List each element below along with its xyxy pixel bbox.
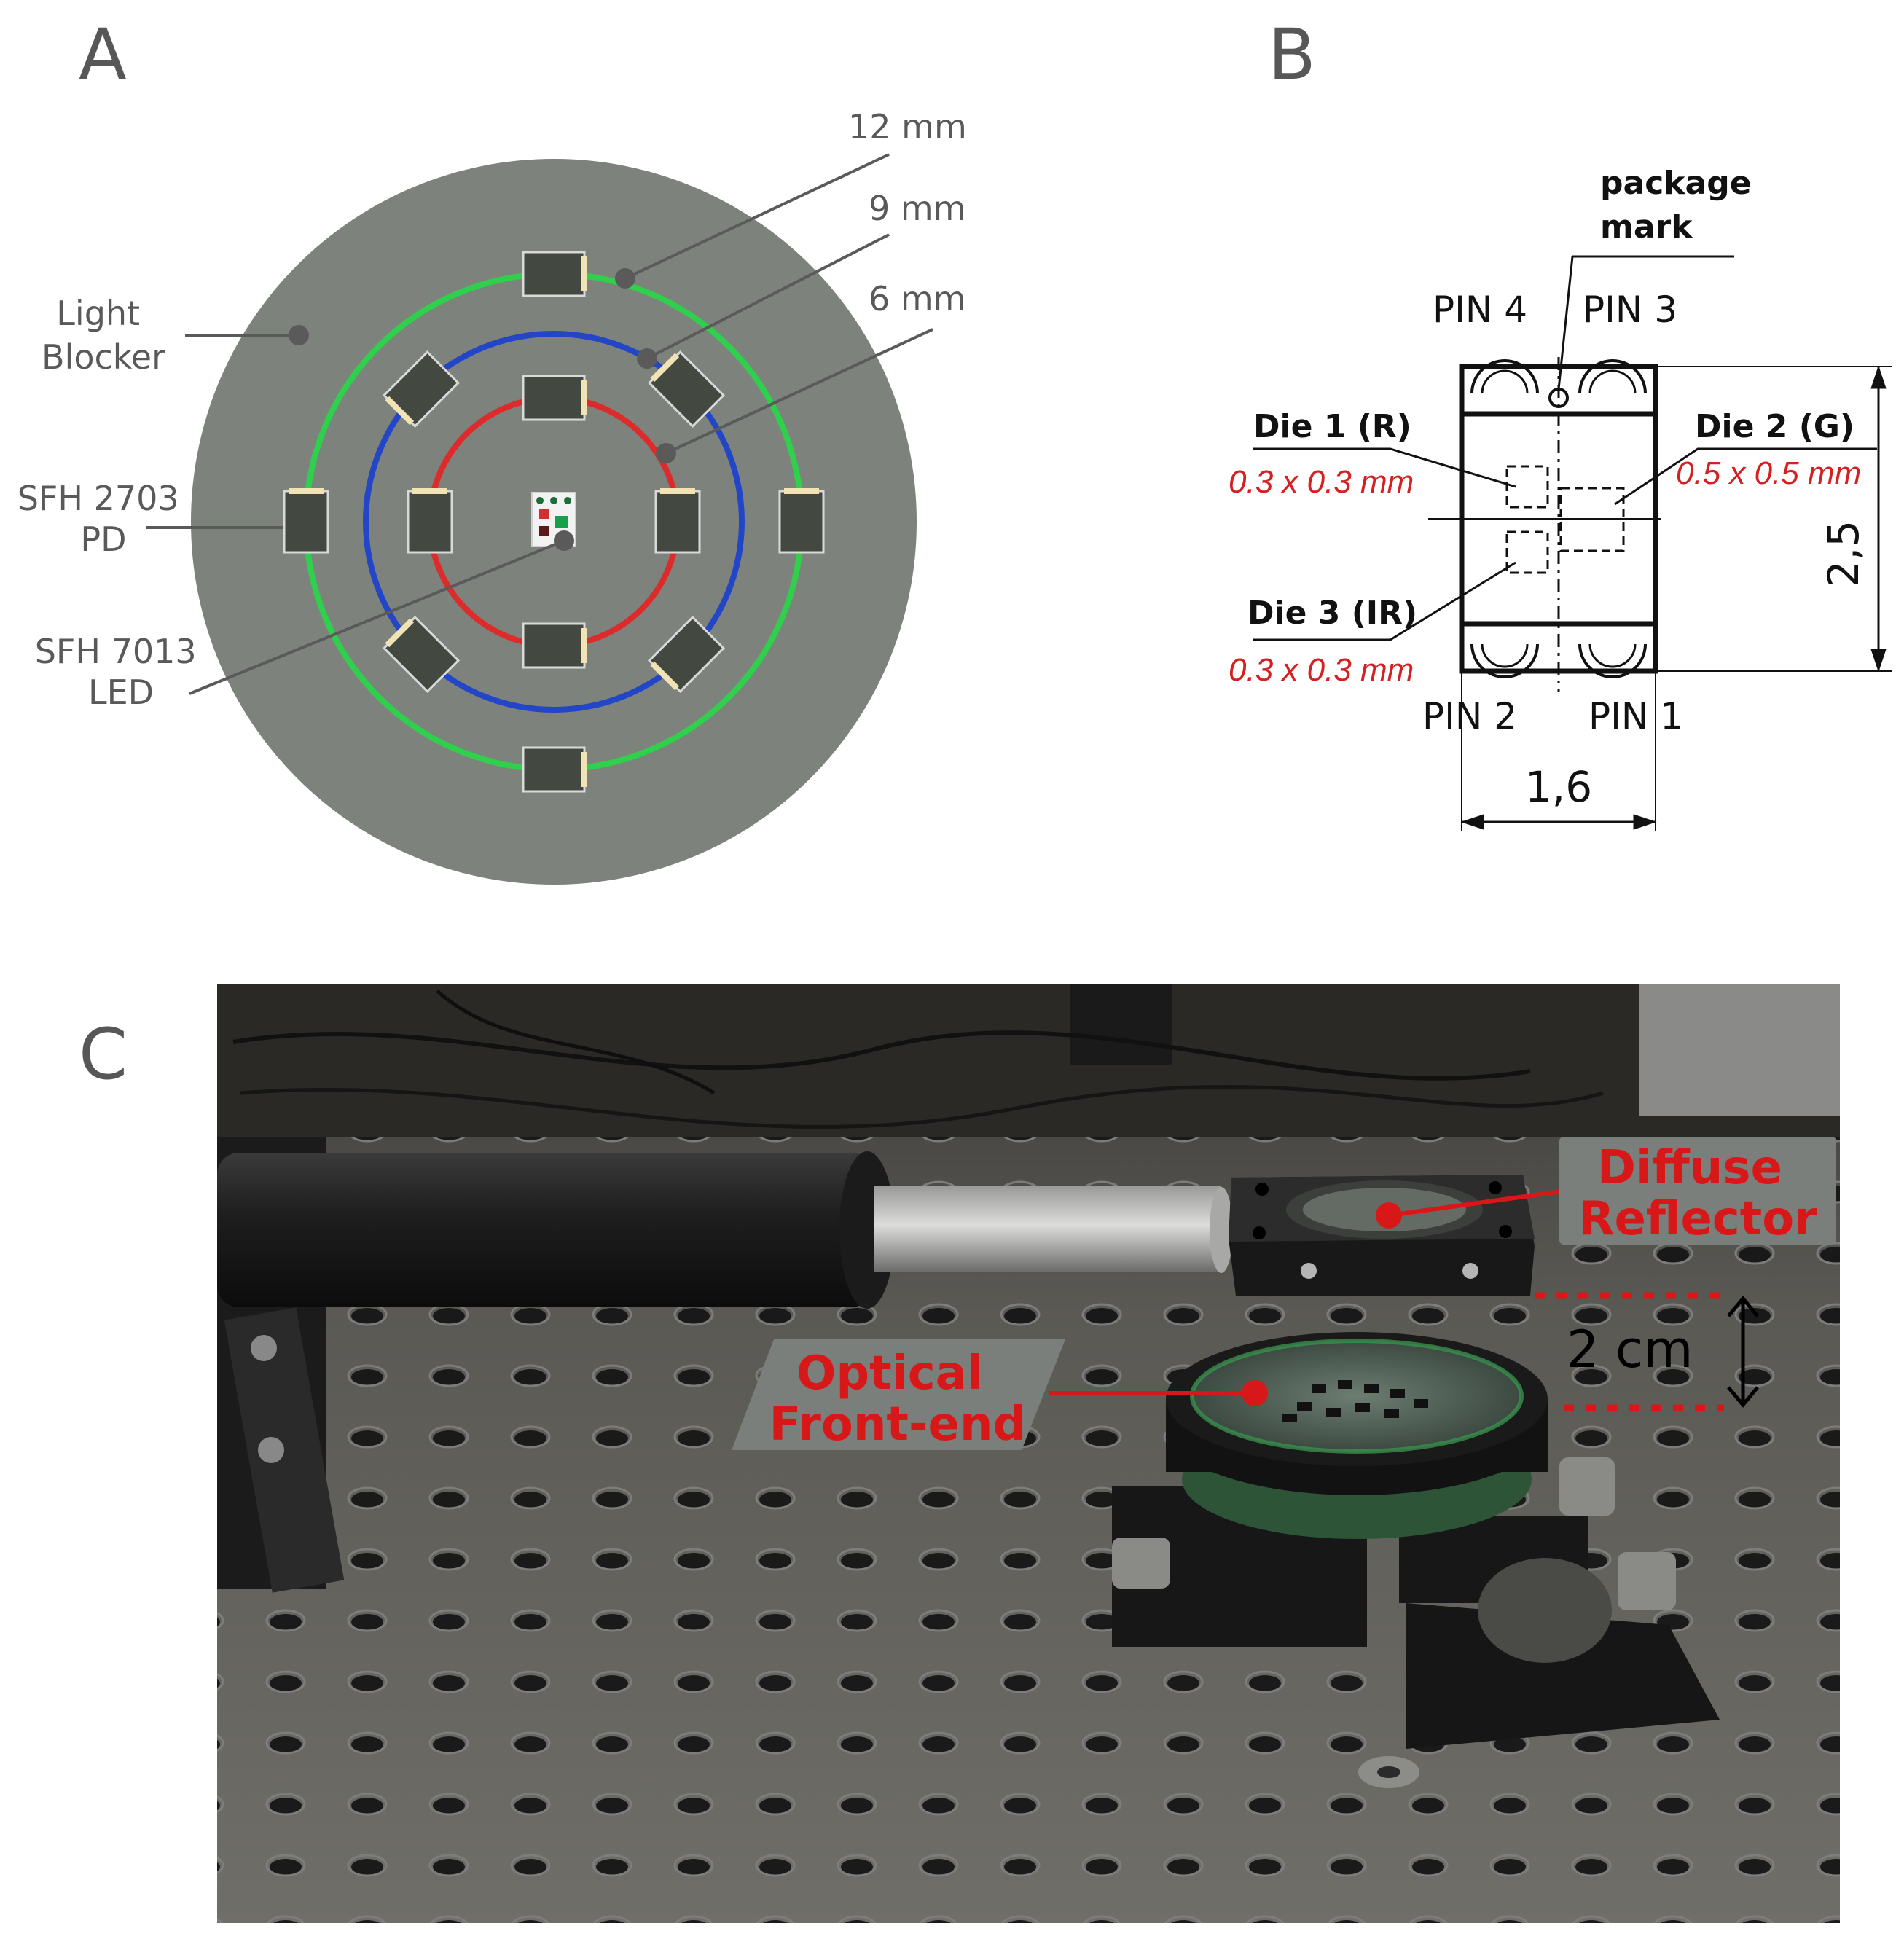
package-mark-label: package mark: [1600, 165, 1763, 246]
panel-a-letter: A: [79, 14, 127, 95]
ring-label-6mm: 6 mm: [869, 279, 966, 318]
die1-size: 0.3 x 0.3 mm: [1229, 464, 1414, 500]
light-blocker-label: Light Blocker: [42, 294, 165, 377]
photodiode-chips: [283, 251, 825, 793]
diffuse-reflector-label: Diffuse Reflector: [1578, 1141, 1817, 1246]
panel-c-letter: C: [79, 1014, 128, 1095]
led-label: SFH 7013 LED: [35, 632, 208, 712]
pin3-label: PIN 3: [1583, 289, 1677, 331]
pin2-label: PIN 2: [1422, 695, 1517, 737]
panel-a: A: [17, 14, 967, 885]
panel-a-leaders: [146, 153, 933, 695]
ring-label-9mm: 9 mm: [869, 189, 966, 228]
led-package-drawing: [1253, 255, 1892, 831]
dim-height-label: 2,5: [1819, 520, 1868, 587]
diffuse-reflector-mount: [1229, 1175, 1535, 1296]
panel-b-letter: B: [1268, 14, 1316, 95]
die1-name: Die 1 (R): [1253, 408, 1411, 445]
optical-front-end-callout: [732, 1339, 1268, 1450]
diffuse-reflector-callout: [1376, 1137, 1836, 1245]
pin4-label: PIN 4: [1433, 289, 1527, 331]
panel-c: C: [79, 984, 1840, 1923]
pd-label: SFH 2703 PD: [17, 479, 190, 559]
distance-label: 2 cm: [1567, 1320, 1693, 1379]
die3-size: 0.3 x 0.3 mm: [1229, 652, 1414, 688]
dim-width-label: 1,6: [1525, 762, 1592, 812]
panel-b: B: [1229, 14, 1892, 831]
distance-indicator: [1535, 1292, 1759, 1411]
lab-photo: [217, 984, 1840, 1923]
die2-size: 0.5 x 0.5 mm: [1676, 455, 1861, 491]
die2-name: Die 2 (G): [1695, 408, 1854, 445]
pin1-label: PIN 1: [1588, 695, 1683, 737]
ring-9mm: [363, 331, 745, 713]
optical-front-end-label: Optical Front-end: [769, 1347, 1027, 1452]
ring-label-12mm: 12 mm: [848, 107, 967, 146]
die3-name: Die 3 (IR): [1247, 595, 1417, 632]
